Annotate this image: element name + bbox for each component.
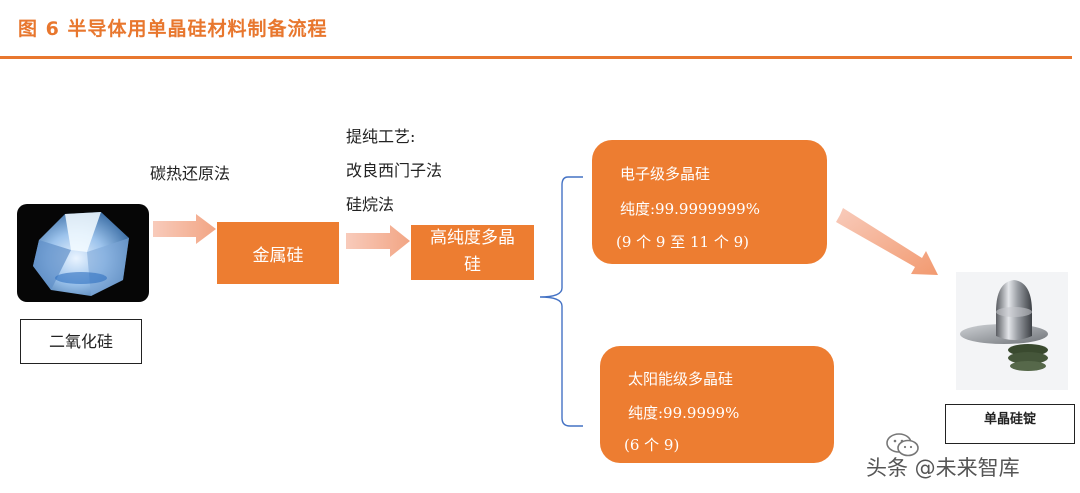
electronic-grade-note: (9 个 9 至 11 个 9) <box>616 233 750 251</box>
high-purity-polysilicon-box: 高纯度多晶 硅 <box>411 225 534 280</box>
arrow-carbothermic <box>153 214 216 244</box>
silicon-dioxide-label: 二氧化硅 <box>48 331 113 351</box>
silicon-ingot-image <box>956 272 1068 390</box>
single-crystal-ingot-box: 单晶硅锭 <box>945 404 1075 444</box>
solar-grade-purity: 纯度:99.9999% <box>628 404 740 422</box>
title-divider <box>0 56 1072 59</box>
solar-grade-polysilicon-box: 太阳能级多晶硅 纯度:99.9999% (6 个 9) <box>600 346 834 463</box>
solar-grade-name: 太阳能级多晶硅 <box>628 370 734 388</box>
purification-title: 提纯工艺: <box>346 127 416 146</box>
arrow-purification <box>346 225 410 257</box>
siemens-method-label: 改良西门子法 <box>346 161 443 180</box>
electronic-grade-name: 电子级多晶硅 <box>620 165 711 183</box>
silane-method-label: 硅烷法 <box>346 195 395 214</box>
quartz-crystal-image <box>17 204 149 302</box>
watermark-text: 头条 @未来智库 <box>866 456 1020 480</box>
polysilicon-label-line1: 高纯度多晶 <box>430 228 515 248</box>
polysilicon-label-line2: 硅 <box>464 255 481 275</box>
branch-bracket <box>539 176 583 427</box>
metal-silicon-box: 金属硅 <box>217 222 339 284</box>
silicon-dioxide-box: 二氧化硅 <box>20 319 142 364</box>
solar-grade-note: (6 个 9) <box>624 436 680 454</box>
metal-silicon-label: 金属硅 <box>252 245 304 266</box>
electronic-grade-purity: 纯度:99.9999999% <box>620 200 760 218</box>
arrow-to-ingot <box>836 208 938 275</box>
wechat-icon <box>886 432 920 462</box>
electronic-grade-polysilicon-box: 电子级多晶硅 纯度:99.9999999% (9 个 9 至 11 个 9) <box>592 140 827 264</box>
single-crystal-ingot-label: 单晶硅锭 <box>983 412 1036 427</box>
figure-title: 图 6 半导体用单晶硅材料制备流程 <box>18 18 328 40</box>
carbothermic-reduction-label: 碳热还原法 <box>150 164 231 183</box>
